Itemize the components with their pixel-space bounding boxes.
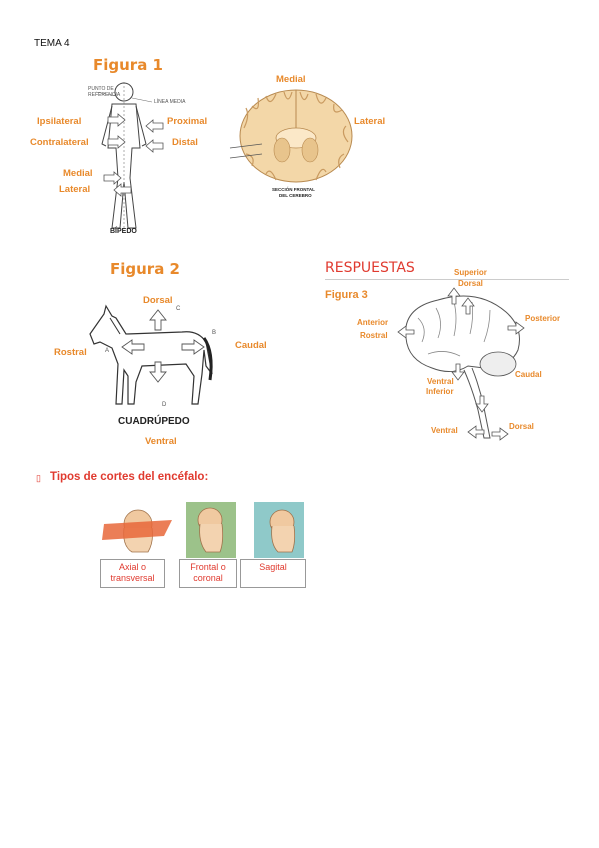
cut-box-frontal: Frontal o coronal bbox=[179, 559, 237, 588]
axial-cut-image bbox=[102, 509, 172, 553]
arrow-right-icon bbox=[181, 339, 205, 355]
bipedo-caption: BÍPEDO bbox=[110, 228, 137, 235]
arrow-right-icon bbox=[507, 321, 525, 335]
horse-letter-c: C bbox=[176, 306, 181, 312]
brain-frontal-section bbox=[229, 89, 353, 183]
respuestas-heading: RESPUESTAS bbox=[325, 260, 415, 276]
arrow-up-icon bbox=[461, 297, 475, 315]
cut-sagital-line1: Sagital bbox=[259, 562, 287, 572]
figura-3-title: Figura 3 bbox=[325, 289, 368, 301]
cut-frontal-line2: coronal bbox=[193, 573, 223, 583]
cut-box-axial: Axial o transversal bbox=[100, 559, 165, 588]
arrow-left-icon bbox=[467, 425, 485, 439]
arrow-down-icon bbox=[475, 395, 489, 413]
sagital-cut-image bbox=[254, 502, 304, 558]
horse-rostral-label: Rostral bbox=[54, 347, 87, 358]
brain-lateral-figure bbox=[405, 295, 520, 439]
fig3-dorsal-top-label: Dorsal bbox=[458, 279, 483, 288]
tema-label: TEMA 4 bbox=[34, 38, 70, 49]
fig3-rostral-label: Rostral bbox=[360, 331, 388, 340]
frontal-cut-image bbox=[186, 502, 236, 558]
horse-dorsal-label: Dorsal bbox=[143, 295, 173, 306]
distal-label: Distal bbox=[172, 137, 198, 148]
respuestas-divider bbox=[325, 279, 569, 280]
horse-figure bbox=[89, 304, 213, 405]
arrow-left-icon bbox=[121, 339, 145, 355]
arrow-right-icon bbox=[491, 427, 509, 441]
fig3-caudal-label: Caudal bbox=[515, 370, 542, 379]
brain-lateral-label: Lateral bbox=[354, 116, 386, 127]
arrow-down-icon bbox=[451, 363, 465, 381]
arrow-icon bbox=[145, 119, 164, 133]
fig3-ventral-label: Ventral bbox=[431, 426, 458, 435]
figura-1-title: Figura 1 bbox=[93, 56, 163, 74]
horse-letter-d: D bbox=[162, 402, 167, 408]
arrow-icon bbox=[145, 139, 164, 153]
brain-caption-2: DEL CEREBRO bbox=[279, 193, 312, 198]
horse-letter-b: B bbox=[212, 330, 217, 336]
arrow-up-icon bbox=[149, 309, 167, 331]
arrow-down-icon bbox=[149, 361, 167, 383]
punto-referencia-label: PUNTO DE REFERENCIA bbox=[88, 86, 121, 98]
fig3-ventral-inferior-1: Ventral bbox=[427, 377, 454, 386]
arrow-icon bbox=[103, 171, 122, 185]
horse-letter-a: A bbox=[105, 348, 110, 354]
fig3-posterior-label: Posterior bbox=[525, 314, 561, 323]
proximal-label: Proximal bbox=[167, 116, 208, 127]
fig3-ventral-inferior-2: Inferior bbox=[426, 387, 454, 396]
fig3-anterior-label: Anterior bbox=[357, 318, 389, 327]
arrow-left-icon bbox=[397, 325, 415, 339]
arrow-icon bbox=[113, 183, 132, 197]
cut-axial-line2: transversal bbox=[110, 573, 155, 583]
arrow-icon bbox=[107, 135, 126, 149]
cut-axial-line1: Axial o bbox=[118, 562, 146, 572]
cortes-heading: Tipos de cortes del encéfalo: bbox=[50, 471, 209, 483]
cut-frontal-line1: Frontal o bbox=[190, 562, 226, 572]
arrow-icon bbox=[107, 113, 126, 127]
cuadrupedo-caption: CUADRÚPEDO bbox=[118, 416, 190, 427]
arrow-up-icon bbox=[447, 287, 461, 305]
horse-caudal-label: Caudal bbox=[235, 340, 267, 351]
horse-ventral-label: Ventral bbox=[145, 436, 177, 447]
fig3-dorsal-bottom-label: Dorsal bbox=[509, 422, 534, 431]
brain-medial-label: Medial bbox=[276, 74, 306, 85]
cut-box-sagital: Sagital bbox=[240, 559, 306, 588]
medial-label: Medial bbox=[63, 168, 93, 179]
contralateral-label: Contralateral bbox=[30, 137, 89, 148]
brain-caption-1: SECCIÓN FRONTAL bbox=[272, 187, 315, 192]
fig3-superior-label: Superior bbox=[454, 268, 487, 277]
linea-media-label: LÍNEA MEDIA bbox=[154, 99, 186, 105]
cortes-bullet: ▯ bbox=[36, 473, 41, 483]
ipsilateral-label: Ipsilateral bbox=[37, 116, 82, 127]
lateral-label: Lateral bbox=[59, 184, 91, 195]
figura-2-title: Figura 2 bbox=[110, 260, 180, 278]
